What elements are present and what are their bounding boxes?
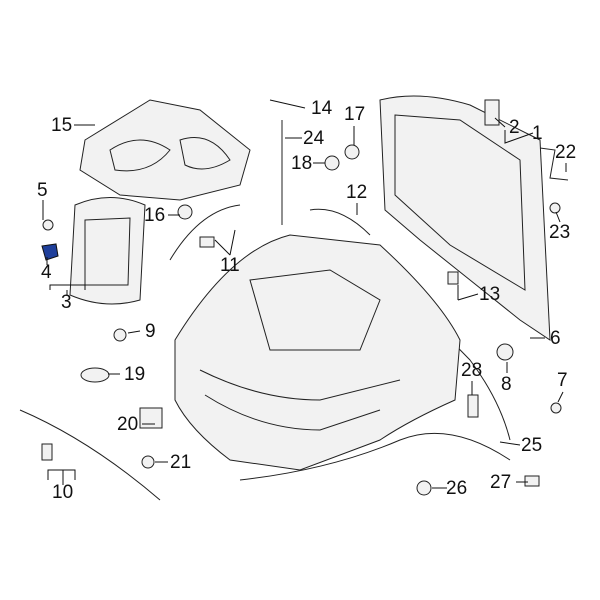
callout-3[interactable]: 3 — [61, 292, 72, 313]
callout-22[interactable]: 22 — [555, 142, 577, 163]
callout-10[interactable]: 10 — [52, 482, 74, 503]
callout-21[interactable]: 21 — [170, 452, 192, 473]
callout-4[interactable]: 4 — [41, 262, 52, 283]
callout-19[interactable]: 19 — [124, 364, 146, 385]
callout-23[interactable]: 23 — [549, 222, 571, 243]
callout-24[interactable]: 24 — [303, 128, 325, 149]
callout-2[interactable]: 2 — [509, 117, 520, 138]
callout-17[interactable]: 17 — [344, 104, 366, 125]
callout-16[interactable]: 16 — [144, 205, 166, 226]
highlighted-part-4 — [41, 243, 59, 261]
callout-14[interactable]: 14 — [311, 98, 333, 119]
callout-28[interactable]: 28 — [461, 360, 483, 381]
hood-inner-panel — [69, 197, 146, 305]
callout-9[interactable]: 9 — [145, 321, 156, 342]
vehicle-front — [174, 234, 461, 471]
hood-insulator — [79, 99, 251, 201]
callout-18[interactable]: 18 — [291, 153, 313, 174]
callout-8[interactable]: 8 — [501, 374, 512, 395]
callout-12[interactable]: 12 — [346, 182, 368, 203]
callout-13[interactable]: 13 — [479, 284, 501, 305]
callout-27[interactable]: 27 — [490, 472, 512, 493]
callout-15[interactable]: 15 — [51, 115, 73, 136]
callout-25[interactable]: 25 — [521, 435, 543, 456]
callout-11[interactable]: 11 — [220, 255, 240, 276]
callout-6[interactable]: 6 — [550, 328, 561, 349]
callout-7[interactable]: 7 — [557, 370, 568, 391]
callout-5[interactable]: 5 — [37, 180, 48, 201]
callout-20[interactable]: 20 — [117, 414, 139, 435]
callout-1[interactable]: 1 — [532, 123, 543, 144]
callout-26[interactable]: 26 — [446, 478, 468, 499]
